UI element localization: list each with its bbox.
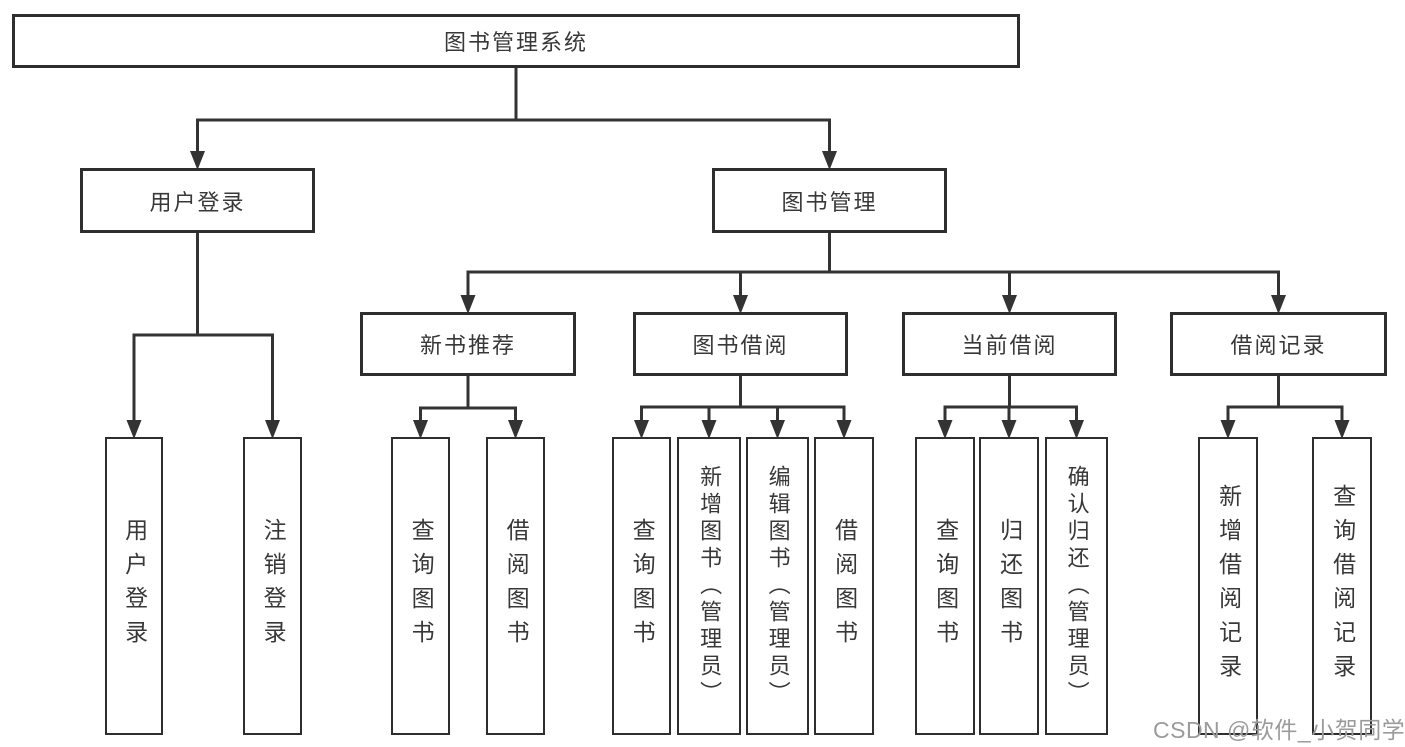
node-label: 编辑图书（管理员） (765, 464, 791, 708)
node-label: 图书管理 (781, 189, 878, 215)
node-v_user_login: 用户登录 (105, 437, 163, 735)
node-v_nb_borrow: 借阅图书 (486, 437, 545, 735)
node-label: 当前借阅 (961, 333, 1058, 358)
node-label: 图书管理系统 (443, 30, 588, 55)
node-label: 注销登录 (260, 518, 287, 654)
node-label: 确认归还（管理员） (1064, 464, 1090, 708)
node-v_logout: 注销登录 (243, 437, 302, 735)
node-records: 借阅记录 (1170, 312, 1387, 376)
node-v_r_add: 新增借阅记录 (1198, 437, 1258, 735)
node-current: 当前借阅 (902, 312, 1117, 376)
node-v_b_borrow: 借阅图书 (814, 437, 874, 735)
node-label: 借阅记录 (1230, 333, 1327, 358)
node-newbooks: 新书推荐 (360, 312, 576, 376)
node-label: 用户登录 (149, 189, 246, 215)
node-label: 查询图书 (932, 518, 959, 654)
node-label: 查询图书 (408, 518, 435, 654)
node-login: 用户登录 (80, 168, 315, 233)
node-label: 新书推荐 (419, 333, 516, 358)
watermark: CSDN @软件_小贺同学 (1153, 717, 1405, 743)
node-label: 查询借阅记录 (1329, 484, 1356, 688)
node-v_nb_query: 查询图书 (391, 437, 450, 735)
node-label: 新增图书（管理员） (697, 464, 723, 708)
node-label: 图书借阅 (692, 333, 789, 358)
node-v_c_query: 查询图书 (915, 437, 975, 735)
node-v_b_add: 新增图书（管理员） (677, 437, 741, 735)
node-label: 查询图书 (629, 518, 656, 654)
node-v_b_edit: 编辑图书（管理员） (746, 437, 809, 735)
node-label: 新增借阅记录 (1215, 484, 1242, 688)
node-v_b_query: 查询图书 (612, 437, 671, 735)
node-v_c_confirm: 确认归还（管理员） (1045, 437, 1108, 735)
node-v_c_return: 归还图书 (979, 437, 1039, 735)
node-label: 归还图书 (996, 518, 1023, 654)
node-label: 用户登录 (121, 518, 148, 654)
node-label: 借阅图书 (503, 518, 530, 654)
node-v_r_query: 查询借阅记录 (1312, 437, 1372, 735)
node-mgmt: 图书管理 (712, 168, 947, 233)
node-borrow: 图书借阅 (633, 312, 848, 376)
node-root: 图书管理系统 (12, 14, 1020, 68)
node-label: 借阅图书 (831, 518, 858, 654)
